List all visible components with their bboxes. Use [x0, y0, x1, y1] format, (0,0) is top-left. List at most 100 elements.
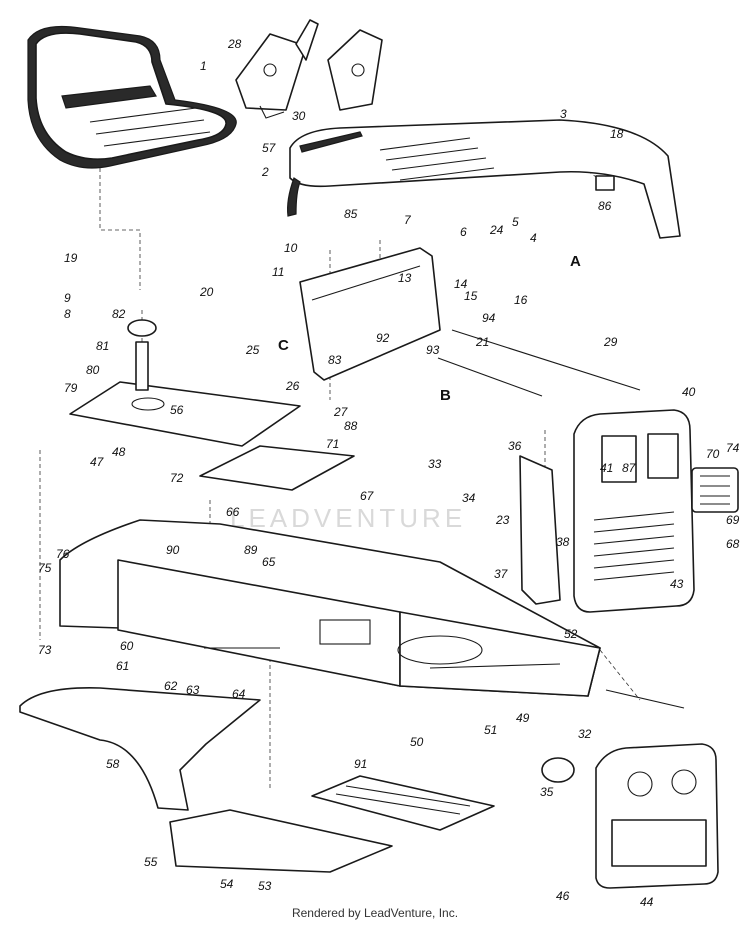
left-fender: [19, 687, 261, 811]
footrest: [169, 809, 393, 873]
reference-letter-c: C: [278, 337, 289, 354]
callout-48: 48: [112, 445, 126, 459]
callout-6: 6: [460, 225, 467, 239]
frame: [59, 519, 601, 697]
callout-80: 80: [86, 363, 100, 377]
callout-46: 46: [556, 889, 570, 903]
reference-letter-a: A: [570, 253, 581, 270]
callout-67: 67: [360, 489, 375, 503]
rod-parts: [204, 329, 685, 709]
callout-91: 91: [354, 757, 367, 771]
callout-71: 71: [326, 437, 339, 451]
callout-29: 29: [603, 335, 618, 349]
callout-79: 79: [64, 381, 78, 395]
callout-58: 58: [106, 757, 120, 771]
callout-50: 50: [410, 735, 424, 749]
callout-69: 69: [726, 513, 740, 527]
callout-11: 11: [272, 265, 284, 279]
callout-8: 8: [64, 307, 71, 321]
seat: [27, 25, 237, 169]
callout-21: 21: [475, 335, 489, 349]
callout-53: 53: [258, 879, 272, 893]
callout-90: 90: [166, 543, 180, 557]
callout-28: 28: [227, 37, 242, 51]
callout-61: 61: [116, 659, 129, 673]
step-plate: [311, 775, 495, 831]
callout-43: 43: [670, 577, 684, 591]
callout-49: 49: [516, 711, 530, 725]
callout-83: 83: [328, 353, 342, 367]
callout-36: 36: [508, 439, 522, 453]
callout-88: 88: [344, 419, 358, 433]
callout-37: 37: [494, 567, 509, 581]
callout-24: 24: [489, 223, 504, 237]
callout-74: 74: [726, 441, 740, 455]
cover-plate: [199, 445, 355, 491]
side-panel: [519, 455, 561, 605]
tank-cover: [69, 381, 301, 447]
callout-5: 5: [512, 215, 519, 229]
callout-55: 55: [144, 855, 158, 869]
callout-23: 23: [495, 513, 510, 527]
callout-27: 27: [333, 405, 349, 419]
callout-89: 89: [244, 543, 258, 557]
callout-2: 2: [261, 165, 269, 179]
callout-56: 56: [170, 403, 184, 417]
callout-35: 35: [540, 785, 554, 799]
callout-81: 81: [96, 339, 109, 353]
callout-72: 72: [170, 471, 184, 485]
headlight: [691, 467, 739, 513]
callout-26: 26: [285, 379, 300, 393]
callout-85: 85: [344, 207, 358, 221]
callout-3: 3: [560, 107, 567, 121]
callout-33: 33: [428, 457, 442, 471]
callout-70: 70: [706, 447, 720, 461]
callout-38: 38: [556, 535, 570, 549]
callout-93: 93: [426, 343, 440, 357]
callout-62: 62: [164, 679, 178, 693]
callout-4: 4: [530, 231, 537, 245]
watermark-text: LEADVENTURE: [230, 503, 466, 533]
callout-92: 92: [376, 331, 390, 345]
callout-14: 14: [454, 277, 468, 291]
callout-60: 60: [120, 639, 134, 653]
callout-68: 68: [726, 537, 740, 551]
callout-41: 41: [600, 461, 613, 475]
callout-73: 73: [38, 643, 52, 657]
callout-65: 65: [262, 555, 276, 569]
callout-25: 25: [245, 343, 260, 357]
callout-44: 44: [640, 895, 654, 909]
callout-75: 75: [38, 561, 52, 575]
lower-grille: [595, 743, 719, 889]
hood: [287, 119, 681, 239]
callout-76: 76: [56, 547, 70, 561]
callout-30: 30: [292, 109, 306, 123]
callout-94: 94: [482, 311, 496, 325]
callout-51: 51: [484, 723, 497, 737]
callout-63: 63: [186, 683, 200, 697]
callout-54: 54: [220, 877, 234, 891]
callout-7: 7: [404, 213, 412, 227]
grille-housing: [573, 409, 695, 613]
callout-52: 52: [564, 627, 578, 641]
callout-19: 19: [64, 251, 78, 265]
callout-87: 87: [622, 461, 637, 475]
callout-labels: 1 2 3 4 5 6 7 8 9 10 11 13 14 15 16 18 1…: [38, 37, 740, 909]
callout-18: 18: [610, 127, 624, 141]
callout-15: 15: [464, 289, 478, 303]
callout-66: 66: [226, 505, 240, 519]
callout-20: 20: [199, 285, 214, 299]
callout-64: 64: [232, 687, 246, 701]
callout-40: 40: [682, 385, 696, 399]
callout-1: 1: [200, 59, 207, 73]
lever-bracket-assembly: [235, 19, 383, 119]
light-assembly: [541, 757, 575, 783]
callout-34: 34: [462, 491, 476, 505]
callout-82: 82: [112, 307, 126, 321]
callout-32: 32: [578, 727, 592, 741]
dash-panel: [299, 247, 441, 381]
tank-cap: [127, 319, 157, 391]
footer-credit: Rendered by LeadVenture, Inc.: [291, 906, 459, 920]
callout-13: 13: [398, 271, 412, 285]
